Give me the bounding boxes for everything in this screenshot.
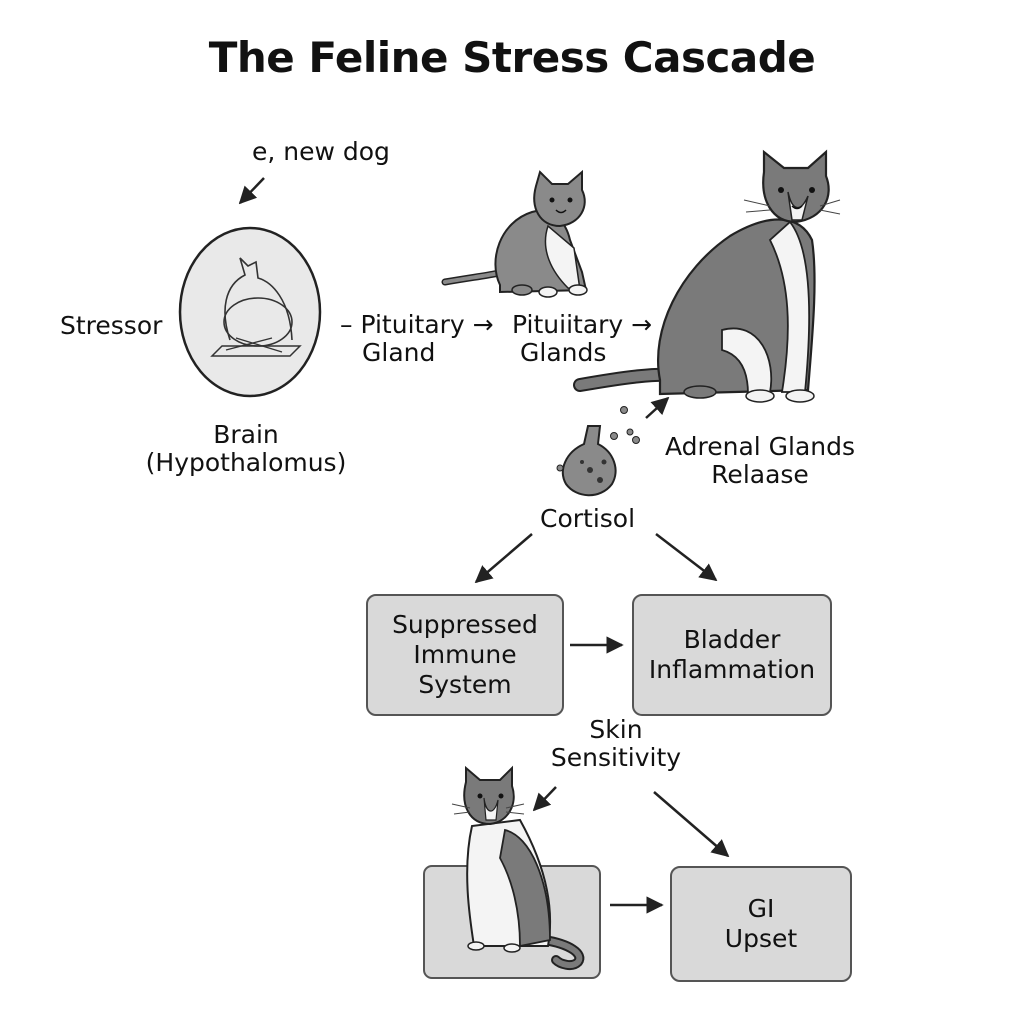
adrenal-glands-label-line1: Adrenal Glands [664, 432, 856, 461]
adrenal-gland-flask-icon [556, 406, 640, 497]
arrow-skin-to-gi [653, 791, 730, 858]
arrow-cortisol-to-immune [474, 533, 533, 584]
bladder-inflammation-text: Bladder Inflammation [648, 625, 816, 684]
arrow-skin-to-cat-box [532, 786, 557, 812]
example-stressor-label: e, new dog [252, 137, 390, 166]
brain-label: Brain (Hypothalomus) [140, 421, 352, 477]
arrow-to-adrenal-cat [645, 396, 670, 419]
brain-label-line2: (Hypothalomus) [145, 448, 347, 477]
brain-icon [178, 226, 322, 398]
skin-sensitivity-label: Skin Sensitivity [540, 716, 692, 772]
stressor-label: Stressor [60, 311, 163, 340]
brain-label-line1: Brain [213, 420, 279, 449]
skin-sensitivity-label-line2: Sensitivity [550, 743, 682, 772]
suppressed-immune-system-text: Suppressed Immune System [392, 610, 538, 699]
pituitary-gland-label-line2: Gland [362, 338, 436, 367]
adrenal-glands-label-line2: Relaase [711, 460, 809, 489]
pituitary-gland-label-line1: – Pituitary → [340, 310, 494, 339]
gi-upset-box: GI Upset [670, 866, 852, 982]
arrow-cortisol-to-bladder [655, 533, 718, 582]
pituitary-glands-label-line2: Glands [520, 338, 607, 367]
suppressed-immune-system-box: Suppressed Immune System [366, 594, 564, 716]
pituitary-gland-label: – Pituitary → Gland [340, 311, 494, 367]
pituitary-glands-label: Pituiitary → Glands [512, 311, 652, 367]
adrenal-glands-label: Adrenal Glands Relaase [660, 433, 860, 489]
standing-cat-icon [451, 765, 585, 971]
bladder-inflammation-box: Bladder Inflammation [632, 594, 832, 716]
cortisol-label: Cortisol [540, 504, 636, 533]
pituitary-glands-label-line1: Pituiitary → [512, 310, 653, 339]
arrow-stressor-to-brain [238, 177, 265, 205]
gi-upset-text: GI Upset [724, 894, 798, 953]
diagram-title: The Feline Stress Cascade [208, 33, 816, 82]
sitting-cat-large-icon [573, 149, 841, 403]
sitting-cat-small-icon [441, 169, 588, 298]
skin-sensitivity-label-line1: Skin [589, 715, 643, 744]
